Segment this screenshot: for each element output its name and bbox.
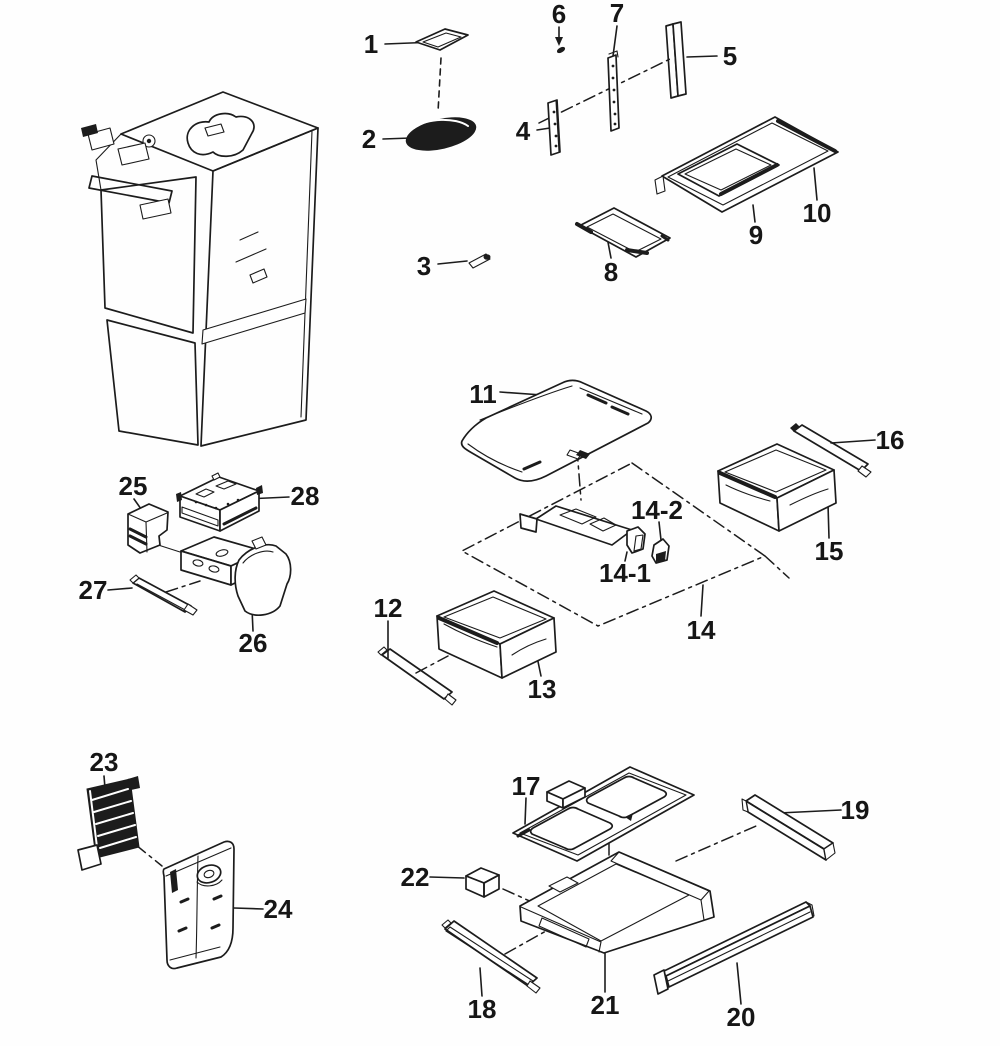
callout-18: 18 [467, 994, 497, 1024]
part-27-rail-drawing [129, 574, 198, 616]
callout-23: 23 [89, 747, 119, 777]
part-12-rail-drawing [377, 646, 457, 706]
callout-16: 16 [875, 425, 905, 455]
part-20-trim-drawing [653, 901, 815, 995]
callout-4: 4 [515, 116, 531, 146]
callout-14-1: 14-1 [598, 558, 652, 588]
callout-3: 3 [416, 251, 432, 281]
callout-13: 13 [527, 674, 557, 704]
part-11-shelf-drawing [460, 379, 652, 482]
callout-26: 26 [238, 628, 268, 658]
callout-9: 9 [748, 220, 764, 250]
part-24-evap-cover-drawing [162, 840, 235, 970]
callout-17: 17 [511, 771, 541, 801]
part-25-bracket-drawing [127, 503, 169, 554]
part-19-rail-drawing [741, 794, 836, 861]
callout-22: 22 [400, 862, 430, 892]
callout-14: 14 [686, 615, 716, 645]
callout-15: 15 [814, 536, 844, 566]
callout-27: 27 [78, 575, 108, 605]
part-4-rail-drawing [547, 99, 561, 156]
callout-21: 21 [590, 990, 620, 1020]
part-8-tray-drawing [575, 207, 671, 258]
part-18-rail-drawing [441, 919, 541, 994]
callout-20: 20 [726, 1002, 756, 1032]
callout-12: 12 [373, 593, 403, 623]
part-23-evaporator-drawing [77, 776, 140, 871]
callout-10: 10 [802, 198, 832, 228]
callout-24: 24 [263, 894, 293, 924]
callout-25: 25 [118, 471, 148, 501]
callout-2: 2 [361, 124, 377, 154]
callout-28: 28 [290, 481, 320, 511]
callout-14-2: 14-2 [630, 495, 684, 525]
part-14-1-clip-drawing [626, 526, 646, 554]
callout-6: 6 [551, 0, 567, 29]
part-22-bracket-drawing [465, 867, 500, 898]
callout-19: 19 [840, 795, 870, 825]
callout-8: 8 [603, 257, 619, 287]
callout-1: 1 [363, 29, 379, 59]
part-1-cover-drawing [415, 28, 469, 51]
part-26-ice-bucket-drawing [180, 536, 292, 616]
part-21-drawer-drawing [519, 851, 715, 954]
callout-11: 11 [469, 379, 497, 409]
part-9-10-shelf-drawing [654, 116, 839, 213]
part-7-rail-drawing [607, 50, 620, 132]
callout-5: 5 [722, 41, 738, 71]
part-15-basket-drawing [717, 443, 837, 532]
part-3-screw-drawing [468, 253, 491, 269]
callout-7: 7 [609, 0, 625, 28]
part-13-basket-drawing [436, 590, 557, 679]
part-2-grille-drawing [405, 117, 477, 151]
connector-lines [135, 57, 790, 955]
part-5-rail-drawing [665, 21, 687, 99]
part-6-screw-drawing [556, 46, 566, 54]
part-14-2-clip-drawing [651, 538, 670, 564]
part-17-shelf-drawing [512, 766, 695, 862]
part-16-rail-drawing [790, 423, 872, 478]
part-28-icemaker-drawing [176, 472, 263, 532]
fridge-cabinet-drawing [81, 91, 319, 447]
